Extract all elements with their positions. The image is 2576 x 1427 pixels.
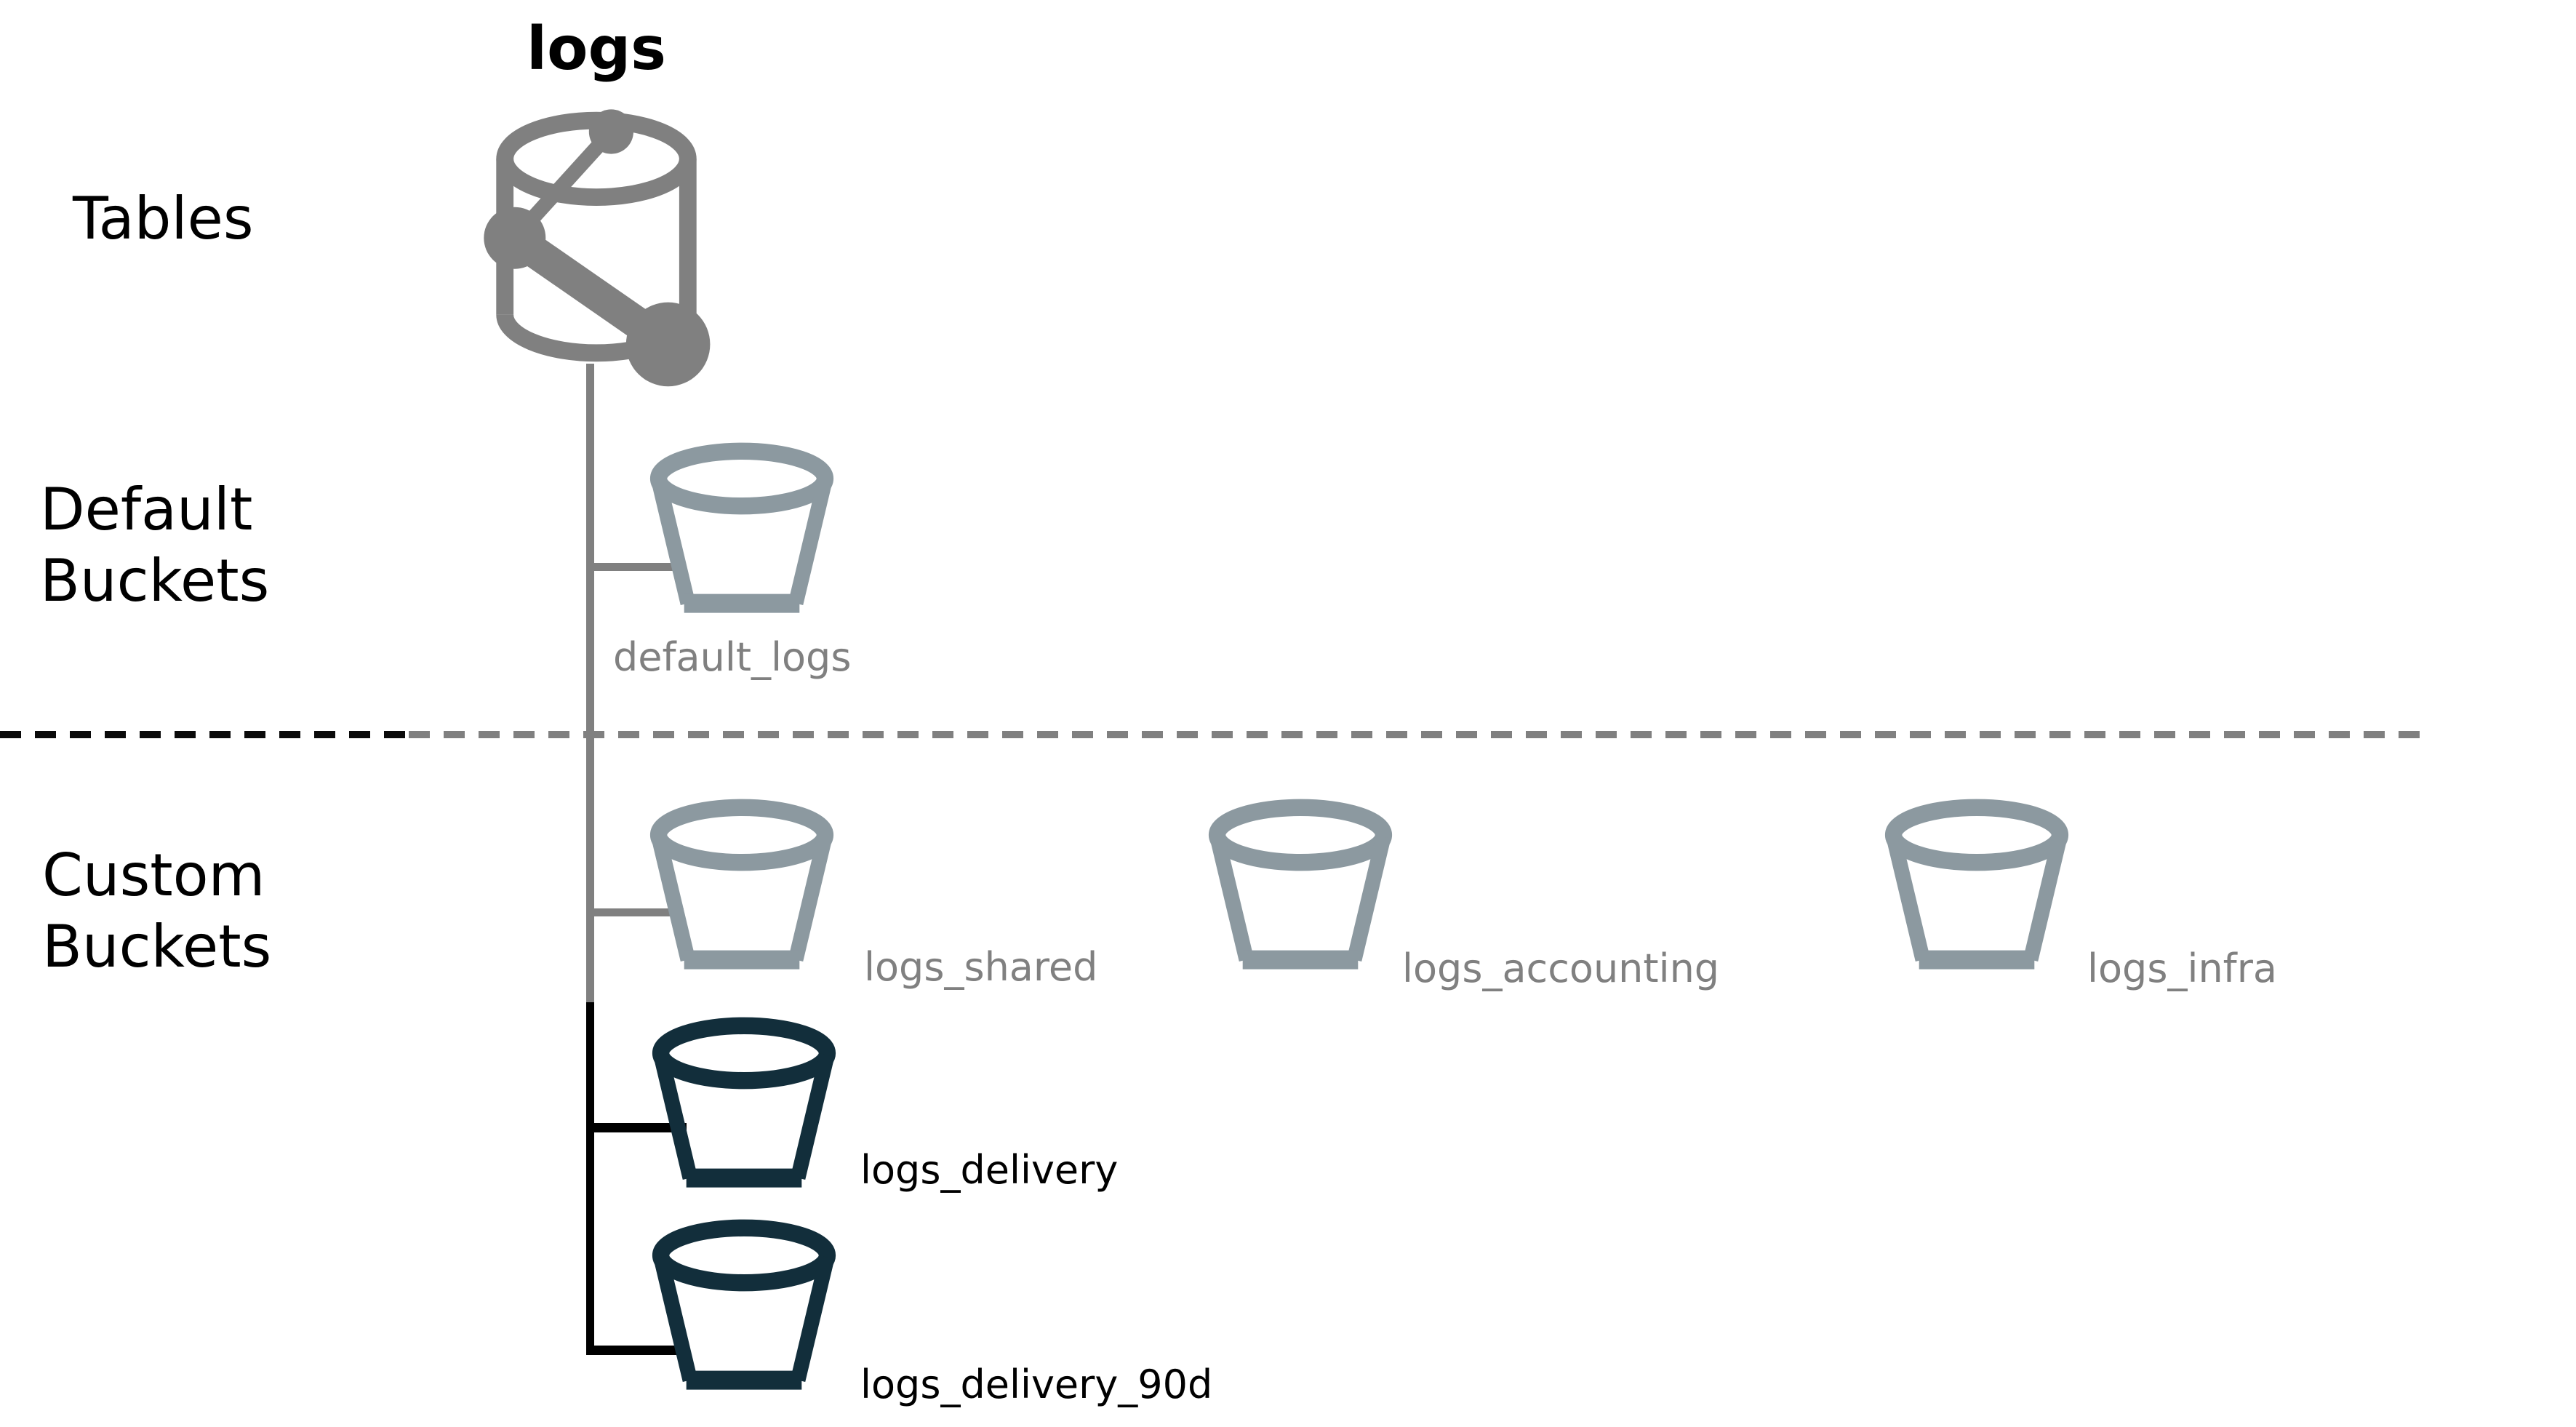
bucket-icon <box>1208 799 1393 970</box>
tree-trunk-lower-black <box>586 1002 594 1355</box>
bucket-logs-shared <box>647 797 836 986</box>
bucket-label-logs-infra: logs_infra <box>2087 946 2277 991</box>
bucket-logs-delivery <box>649 1015 839 1204</box>
bucket-logs-delivery-90d <box>649 1218 839 1407</box>
bucket-logs-accounting <box>1206 797 1395 986</box>
divider-dashed-left-black <box>0 731 409 738</box>
bucket-label-logs-shared: logs_shared <box>864 944 1098 990</box>
row-label-custom-buckets: Custom Buckets <box>42 842 272 980</box>
bucket-label-default-logs: default_logs <box>613 634 852 680</box>
branch-logs-delivery <box>590 1123 687 1132</box>
row-label-default-buckets: Default Buckets <box>40 476 270 615</box>
bucket-label-logs-accounting: logs_accounting <box>1402 946 1720 991</box>
row-label-tables: Tables <box>73 185 254 252</box>
root-table-title: logs <box>527 15 666 84</box>
bucket-label-logs-delivery-90d: logs_delivery_90d <box>860 1362 1213 1407</box>
bucket-default-logs <box>647 441 836 630</box>
branch-default-logs <box>590 563 684 571</box>
bucket-icon <box>649 442 834 613</box>
bucket-icon <box>652 1017 836 1188</box>
bucket-icon <box>1884 799 2069 970</box>
tree-trunk-upper-gray <box>586 364 594 1002</box>
bucket-icon <box>649 799 834 970</box>
bucket-logs-infra <box>1882 797 2071 986</box>
branch-logs-delivery-90d <box>590 1346 687 1355</box>
bucket-icon <box>652 1219 836 1390</box>
branch-logs-shared <box>590 908 684 916</box>
table-database-icon <box>473 107 720 391</box>
bucket-label-logs-delivery: logs_delivery <box>860 1147 1119 1193</box>
table-relation-nodes <box>484 109 711 387</box>
divider-dashed-right-gray <box>409 731 2429 738</box>
